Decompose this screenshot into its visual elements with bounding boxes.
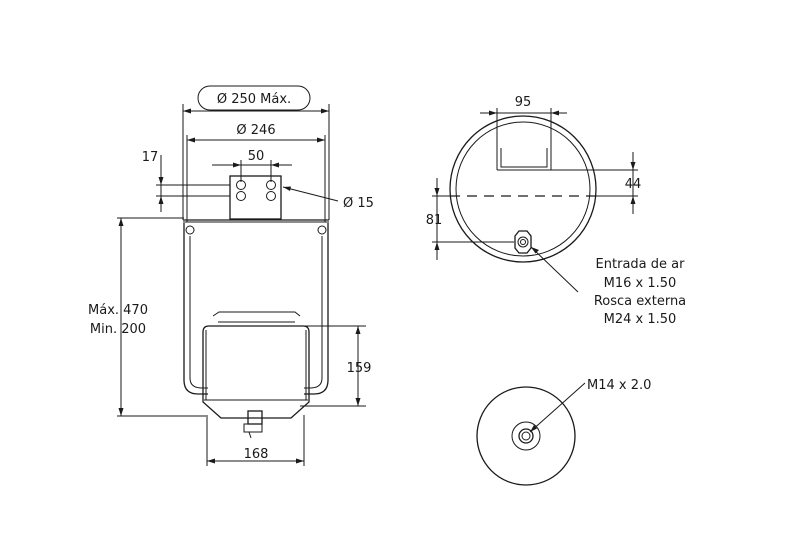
top-width-label: 95 [515, 95, 532, 110]
diameter-label: Ø 246 [236, 123, 275, 138]
thread-label: M14 x 2.0 [587, 378, 651, 393]
bellows-outline [183, 223, 208, 395]
bolt-offset-label: 17 [142, 150, 159, 165]
hole-diameter-label: Ø 15 [343, 196, 374, 211]
air-inlet-fitting [514, 230, 532, 254]
inlet-offset-label: 81 [426, 213, 443, 228]
max-diameter-label: Ø 250 Máx. [217, 92, 291, 107]
bolt-hole [236, 180, 246, 190]
bottom-view-outer-circle [476, 386, 576, 486]
inlet-note-line-4: M24 x 1.50 [604, 312, 677, 327]
top-view-inner-circle [455, 121, 591, 257]
height-max-label: Máx. 470 [88, 303, 148, 318]
crimp-ring [317, 225, 327, 235]
piston-body [202, 325, 310, 419]
top-mount-block [229, 175, 282, 220]
height-min-label: Min. 200 [90, 322, 146, 337]
crimp-ring [185, 225, 195, 235]
piston-height-label: 159 [347, 361, 372, 376]
piston-width-label: 168 [244, 447, 269, 462]
bolt-hole [236, 191, 246, 201]
top-view-outer-circle [449, 115, 597, 263]
mount-slot [500, 148, 548, 168]
bolt-hole [266, 180, 276, 190]
bolt-spacing-label: 50 [248, 149, 265, 164]
inlet-note-line-2: M16 x 1.50 [604, 276, 677, 291]
max-diameter-capsule [197, 85, 311, 111]
piston-top [212, 311, 301, 317]
side-view: Ø 250 Máx. Ø 246 50 17 [88, 85, 374, 466]
top-offset-label: 44 [625, 177, 642, 192]
bottom-view-boss [511, 421, 541, 451]
bottom-view: M14 x 2.0 [476, 378, 651, 486]
top-view: 95 44 81 Entrada de ar M16 x 1.50 [426, 95, 686, 327]
bolt-hole [266, 191, 276, 201]
inlet-note-line-1: Entrada de ar [596, 257, 686, 272]
inlet-note-line-3: Rosca externa [594, 294, 686, 309]
